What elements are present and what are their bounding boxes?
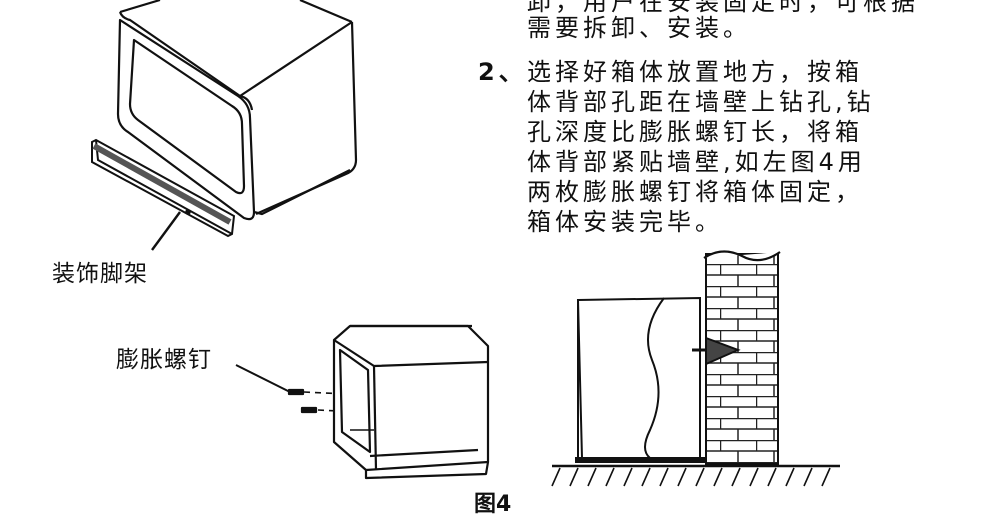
instruction-line-continued-2: 需要拆卸、安装。 xyxy=(527,14,751,42)
figure-caption: 图4 xyxy=(474,492,512,517)
instruction-line-continued-1: 卸，用户在安装固定时，可根据 xyxy=(527,0,919,16)
step2-line-2: 体背部孔距在墙壁上钻孔,钻 xyxy=(527,88,875,116)
step2-line-4: 体背部紧贴墙壁,如左图4用 xyxy=(527,148,866,176)
step2-line-1: 选择好箱体放置地方，按箱 xyxy=(527,58,863,86)
wall-mount-drawing xyxy=(551,250,840,487)
step2-line-6: 箱体安装完毕。 xyxy=(527,208,723,236)
label-decorative-foot-stand: 装饰脚架 xyxy=(52,261,148,287)
cabinet-with-screws-drawing xyxy=(235,324,490,480)
foot-stand-drawing xyxy=(91,138,236,251)
label-expansion-screw: 膨胀螺钉 xyxy=(116,347,212,373)
step2-line-3: 孔深度比膨胀螺钉长，将箱 xyxy=(527,118,863,146)
cabinet-top-drawing xyxy=(116,0,358,221)
step2-line-5: 两枚膨胀螺钉将箱体固定， xyxy=(527,178,863,206)
step-number: 2、 xyxy=(478,58,527,86)
